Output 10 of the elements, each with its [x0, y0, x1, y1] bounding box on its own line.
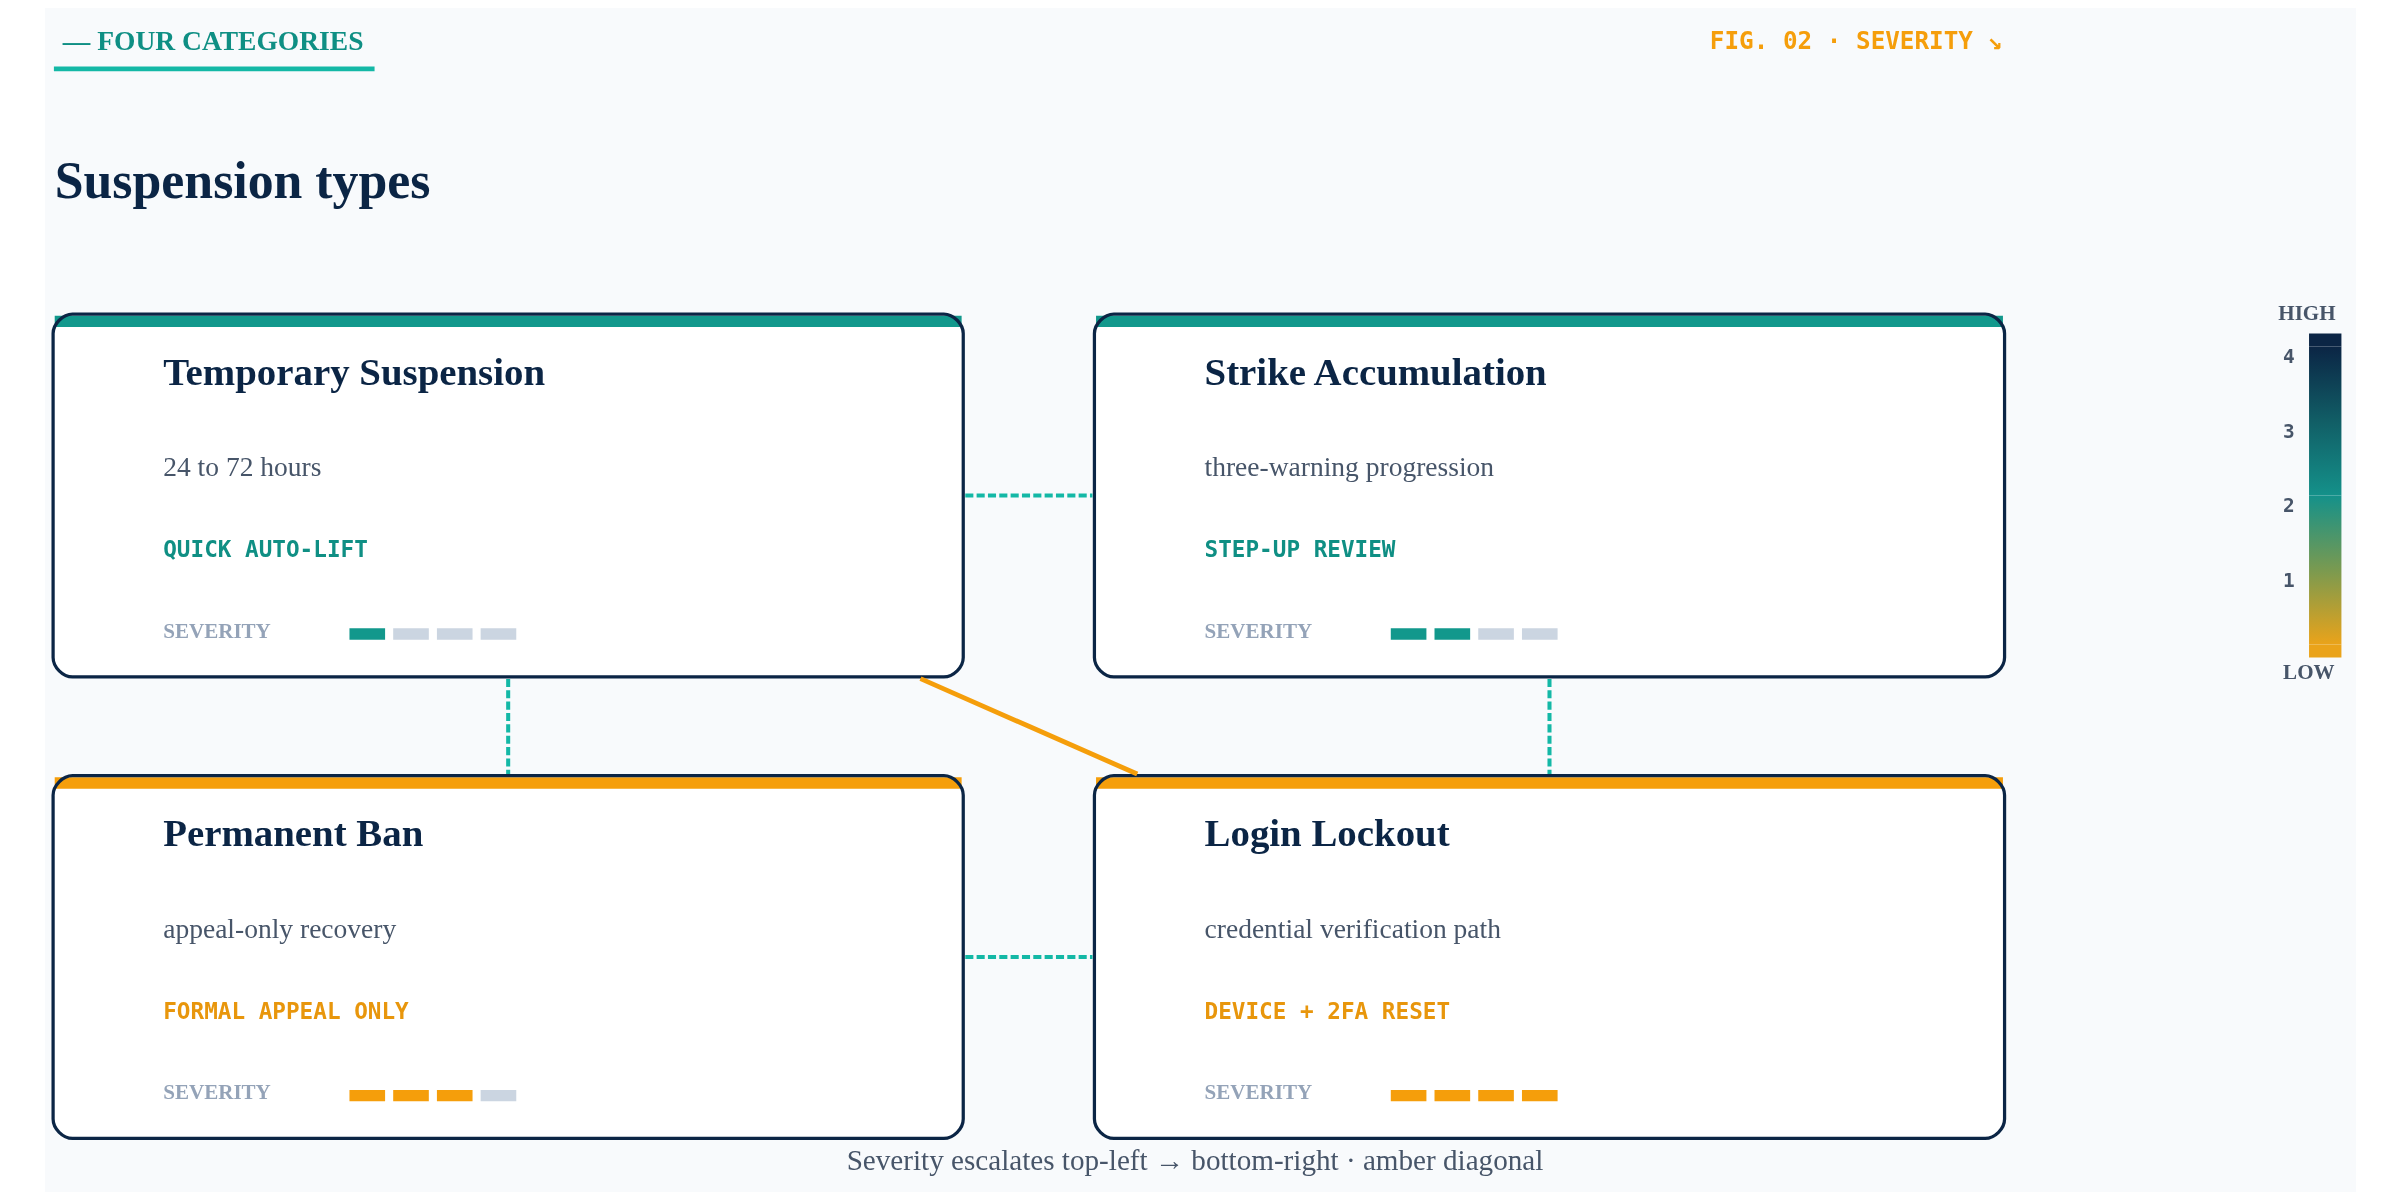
- label: 1: [2282, 568, 2295, 592]
- diagram-title: Suspension types: [54, 151, 431, 209]
- label: 2: [2282, 494, 2295, 518]
- caption: Severity escalates top-left → bottom-right · amber diagonal: [846, 1143, 1543, 1176]
- label: 4: [2282, 345, 2295, 369]
- label: LOW: [2282, 660, 2335, 685]
- label: 3: [2282, 419, 2295, 443]
- label: FIG. 02 · SEVERITY ↘: [1709, 25, 2002, 55]
- label: HIGH: [2277, 300, 2336, 325]
- label: — FOUR CATEGORIES: [62, 24, 363, 56]
